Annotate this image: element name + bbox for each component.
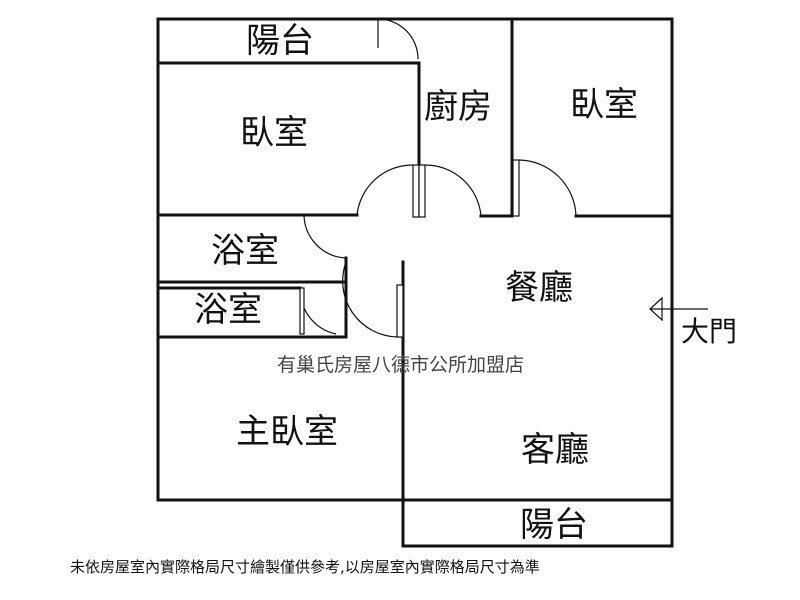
entrance-label: 大門 <box>681 315 738 348</box>
door-balcony-top <box>377 18 419 60</box>
room-label-balcony-bottom: 陽台 <box>520 505 588 545</box>
room-label-balcony-top: 陽台 <box>246 21 314 61</box>
room-label-bathroom-1: 浴室 <box>211 231 279 271</box>
arrow-left-icon <box>649 296 708 322</box>
footer-note: 未依房屋室內實際格局尺寸繪製僅供參考,以房屋室內實際格局尺寸為準 <box>70 558 540 576</box>
room-label-master-bedroom: 主臥室 <box>236 412 338 452</box>
room-label-bedroom-left: 臥室 <box>240 113 308 153</box>
room-label-kitchen: 廚房 <box>424 87 492 127</box>
door-bathroom-2 <box>299 287 337 335</box>
interior-walls <box>156 17 674 548</box>
door-kitchen <box>418 164 482 218</box>
door-bedroom-right <box>512 159 577 217</box>
door-bedroom-left <box>356 164 420 218</box>
door-bathroom-1 <box>303 214 347 259</box>
room-label-dining: 餐廳 <box>505 268 573 308</box>
room-label-living: 客廳 <box>521 430 589 470</box>
room-label-bathroom-2: 浴室 <box>194 290 262 330</box>
watermark: 有巢氏房屋八德市公所加盟店 <box>277 354 525 376</box>
door-hallway <box>342 261 404 338</box>
room-label-bedroom-right: 臥室 <box>570 85 638 125</box>
outer-walls <box>156 17 674 502</box>
